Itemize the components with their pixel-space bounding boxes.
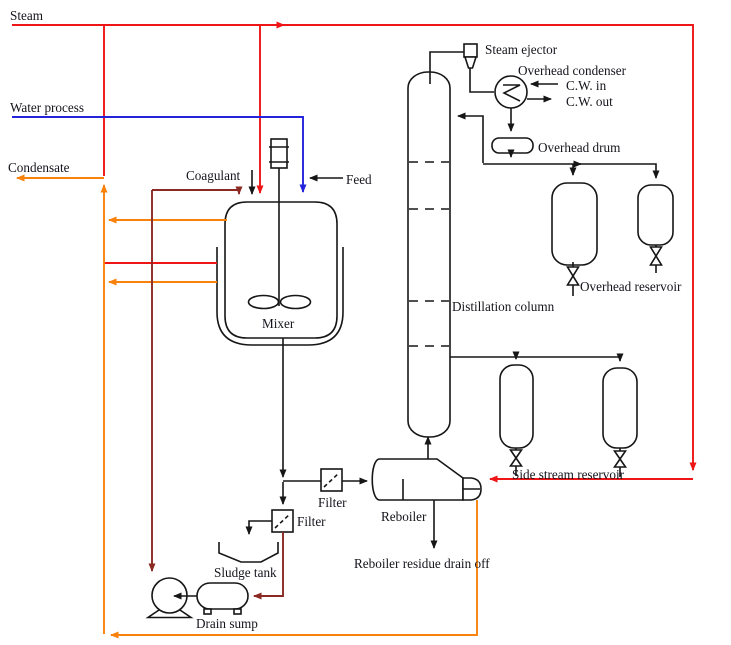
equipment <box>145 43 674 619</box>
ejector-to-condenser <box>469 68 494 93</box>
impeller-blade-left <box>247 294 280 310</box>
label-coagulant: Coagulant <box>186 168 241 183</box>
label-steam: Steam <box>10 8 44 23</box>
coagulant-lines <box>148 186 284 600</box>
steam-header <box>12 24 697 471</box>
label-filter-inline: Filter <box>318 495 347 510</box>
labels: Steam Water process Condensate Coagulant… <box>8 8 682 631</box>
label-overhead-drum: Overhead drum <box>538 140 621 155</box>
overhead-reservoir-1 <box>551 182 598 266</box>
filter-inline-element <box>323 472 340 488</box>
valve-overhead-reservoir-2 <box>649 246 663 266</box>
label-cw-out: C.W. out <box>566 94 613 109</box>
reflux-line <box>457 112 484 163</box>
label-overhead-condenser: Overhead condenser <box>518 63 627 78</box>
label-water-process: Water process <box>10 100 84 115</box>
drain-sump-leg <box>203 608 212 615</box>
label-reboiler: Reboiler <box>381 509 427 524</box>
valve-inlet-stubs <box>515 245 657 451</box>
reboiler-shell <box>371 458 464 501</box>
label-overhead-reservoir: Overhead reservoir <box>580 279 682 294</box>
label-filter-sludge: Filter <box>297 514 326 529</box>
side-stream-reservoir-1 <box>499 364 534 449</box>
recycle-to-mixer-line <box>152 186 243 195</box>
steam-ejector-nozzle <box>463 56 478 69</box>
process-lines <box>173 51 660 600</box>
overhead-reservoir-2 <box>637 184 674 246</box>
agitator-motor <box>270 138 288 169</box>
reservoir-valve-stubs-top <box>572 265 657 296</box>
side-stream-reservoir-2 <box>602 367 638 449</box>
label-feed: Feed <box>346 172 372 187</box>
drain-sump-leg <box>233 608 242 615</box>
reboiler-internals <box>402 479 480 500</box>
label-distillation-column: Distillation column <box>452 299 555 314</box>
steam-lines <box>12 21 697 483</box>
valve-side-reservoir-2 <box>612 450 628 468</box>
overhead-condenser-shell <box>494 75 528 109</box>
drain-sump-shell <box>196 582 249 610</box>
reboiler-condensate-return <box>110 500 478 639</box>
label-sludge-tank: Sludge tank <box>214 565 277 580</box>
column-trays <box>409 161 449 347</box>
reservoir-valve-stubs-side <box>515 466 621 477</box>
water-lines <box>12 116 307 193</box>
agitator-motor-lines <box>269 146 289 163</box>
water-process-line <box>12 116 307 193</box>
label-steam-ejector: Steam ejector <box>485 42 558 57</box>
label-mixer: Mixer <box>262 316 295 331</box>
filter-to-sludge-tank-line <box>245 520 272 535</box>
valve-overhead-reservoir-1 <box>566 266 580 286</box>
impeller-blade-right <box>279 294 312 310</box>
column-vapor-to-ejector <box>429 51 464 84</box>
label-reboiler-residue: Reboiler residue drain off <box>354 556 490 571</box>
sludge-tank-shape <box>218 542 279 563</box>
steam-ejector-body <box>463 43 478 58</box>
filter-to-drain-sump-line <box>253 532 284 600</box>
condensate-lines <box>16 174 478 639</box>
valve-side-reservoir-1 <box>508 449 524 467</box>
label-side-stream-reservoir: Side stream reservoir <box>512 467 625 482</box>
mixer-jacket <box>216 247 344 346</box>
label-cw-in: C.W. in <box>566 78 607 93</box>
label-drain-sump: Drain sump <box>196 616 258 631</box>
pump-stand <box>145 609 194 619</box>
label-condensate: Condensate <box>8 160 70 175</box>
condenser-coil-symbol <box>502 84 521 102</box>
overhead-drum-shell <box>491 137 534 154</box>
distillate-header <box>483 163 660 179</box>
distillation-column-shell <box>407 71 451 438</box>
filter-sludge-element <box>274 513 291 529</box>
